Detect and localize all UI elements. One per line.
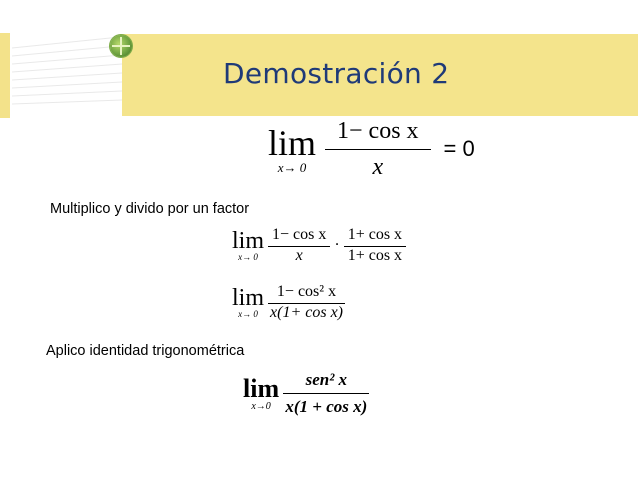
decor-left-bar	[0, 33, 10, 118]
eq3-limit: lim x→ 0	[232, 285, 265, 319]
note-factor: Multiplico y divido por un factor	[50, 201, 250, 217]
equation-1: lim x→ 0 1− cos x x = 0	[268, 118, 475, 181]
eq1-limit: lim x→ 0	[268, 123, 317, 175]
eq1-rhs: = 0	[443, 135, 475, 161]
equation-3: lim x→ 0 1− cos² x x(1+ cos x)	[232, 283, 345, 322]
bullet-ornament	[110, 35, 132, 57]
eq2-fraction-1: 1− cos x x	[268, 226, 331, 265]
note-identity: Aplico identidad trigonométrica	[46, 343, 245, 359]
eq4-limit: lim x→0	[243, 373, 280, 412]
eq2-dot: ·	[334, 236, 340, 254]
equation-4: lim x→0 sen² x x(1 + cos x)	[243, 370, 370, 417]
eq1-denominator: x	[325, 149, 431, 181]
equation-2: lim x→ 0 1− cos x x · 1+ cos x 1+ cos x	[232, 226, 407, 265]
slide-title: Demostración 2	[223, 57, 450, 90]
eq3-fraction: 1− cos² x x(1+ cos x)	[268, 283, 345, 321]
eq1-fraction: 1− cos x x	[325, 118, 431, 181]
eq4-fraction: sen² x x(1 + cos x)	[283, 370, 370, 416]
eq1-numerator: 1− cos x	[337, 118, 419, 144]
title-band	[122, 34, 638, 116]
eq2-fraction-2: 1+ cos x 1+ cos x	[343, 226, 407, 265]
eq2-limit: lim x→ 0	[232, 228, 265, 262]
